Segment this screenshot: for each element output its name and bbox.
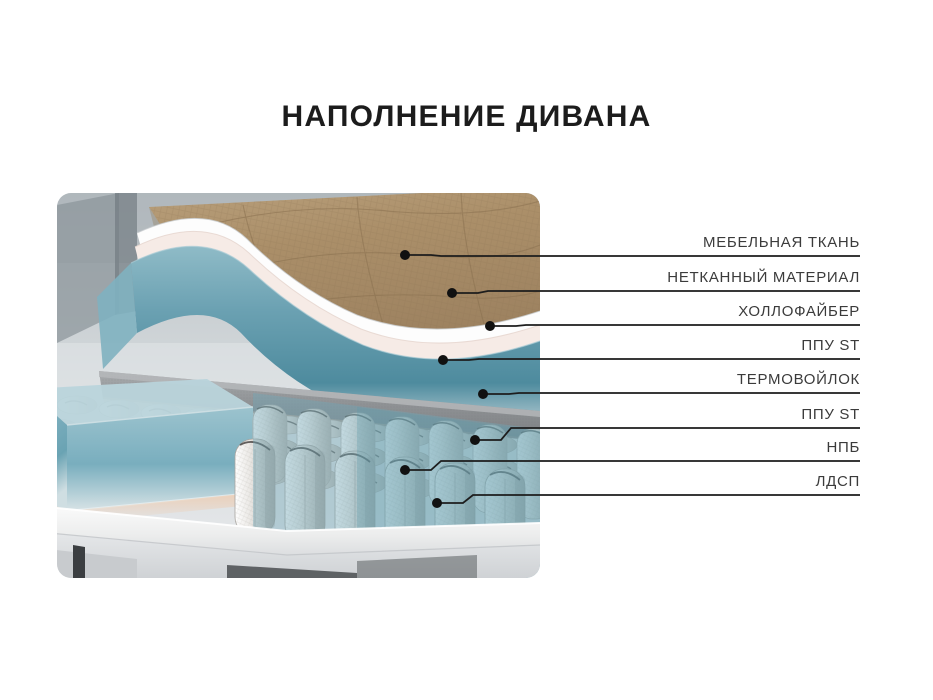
cutaway-illustration [57, 193, 540, 578]
callout-label-7: НПБ [826, 439, 860, 456]
callout-label-4: ППУ ST [801, 337, 860, 354]
callout-label-5: ТЕРМОВОЙЛОК [736, 371, 860, 388]
callout-label-1: МЕБЕЛЬНАЯ ТКАНЬ [703, 234, 860, 251]
page-title: НАПОЛНЕНИЕ ДИВАНА [281, 100, 652, 133]
callout-label-6: ППУ ST [801, 406, 860, 423]
callout-label-3: ХОЛЛОФАЙБЕР [738, 303, 860, 320]
callout-label-8: ЛДСП [815, 473, 860, 490]
callout-leader-line [490, 324, 860, 327]
sofa-cutaway-photo [57, 193, 540, 578]
callout-label-2: НЕТКАННЫЙ МАТЕРИАЛ [667, 269, 860, 286]
